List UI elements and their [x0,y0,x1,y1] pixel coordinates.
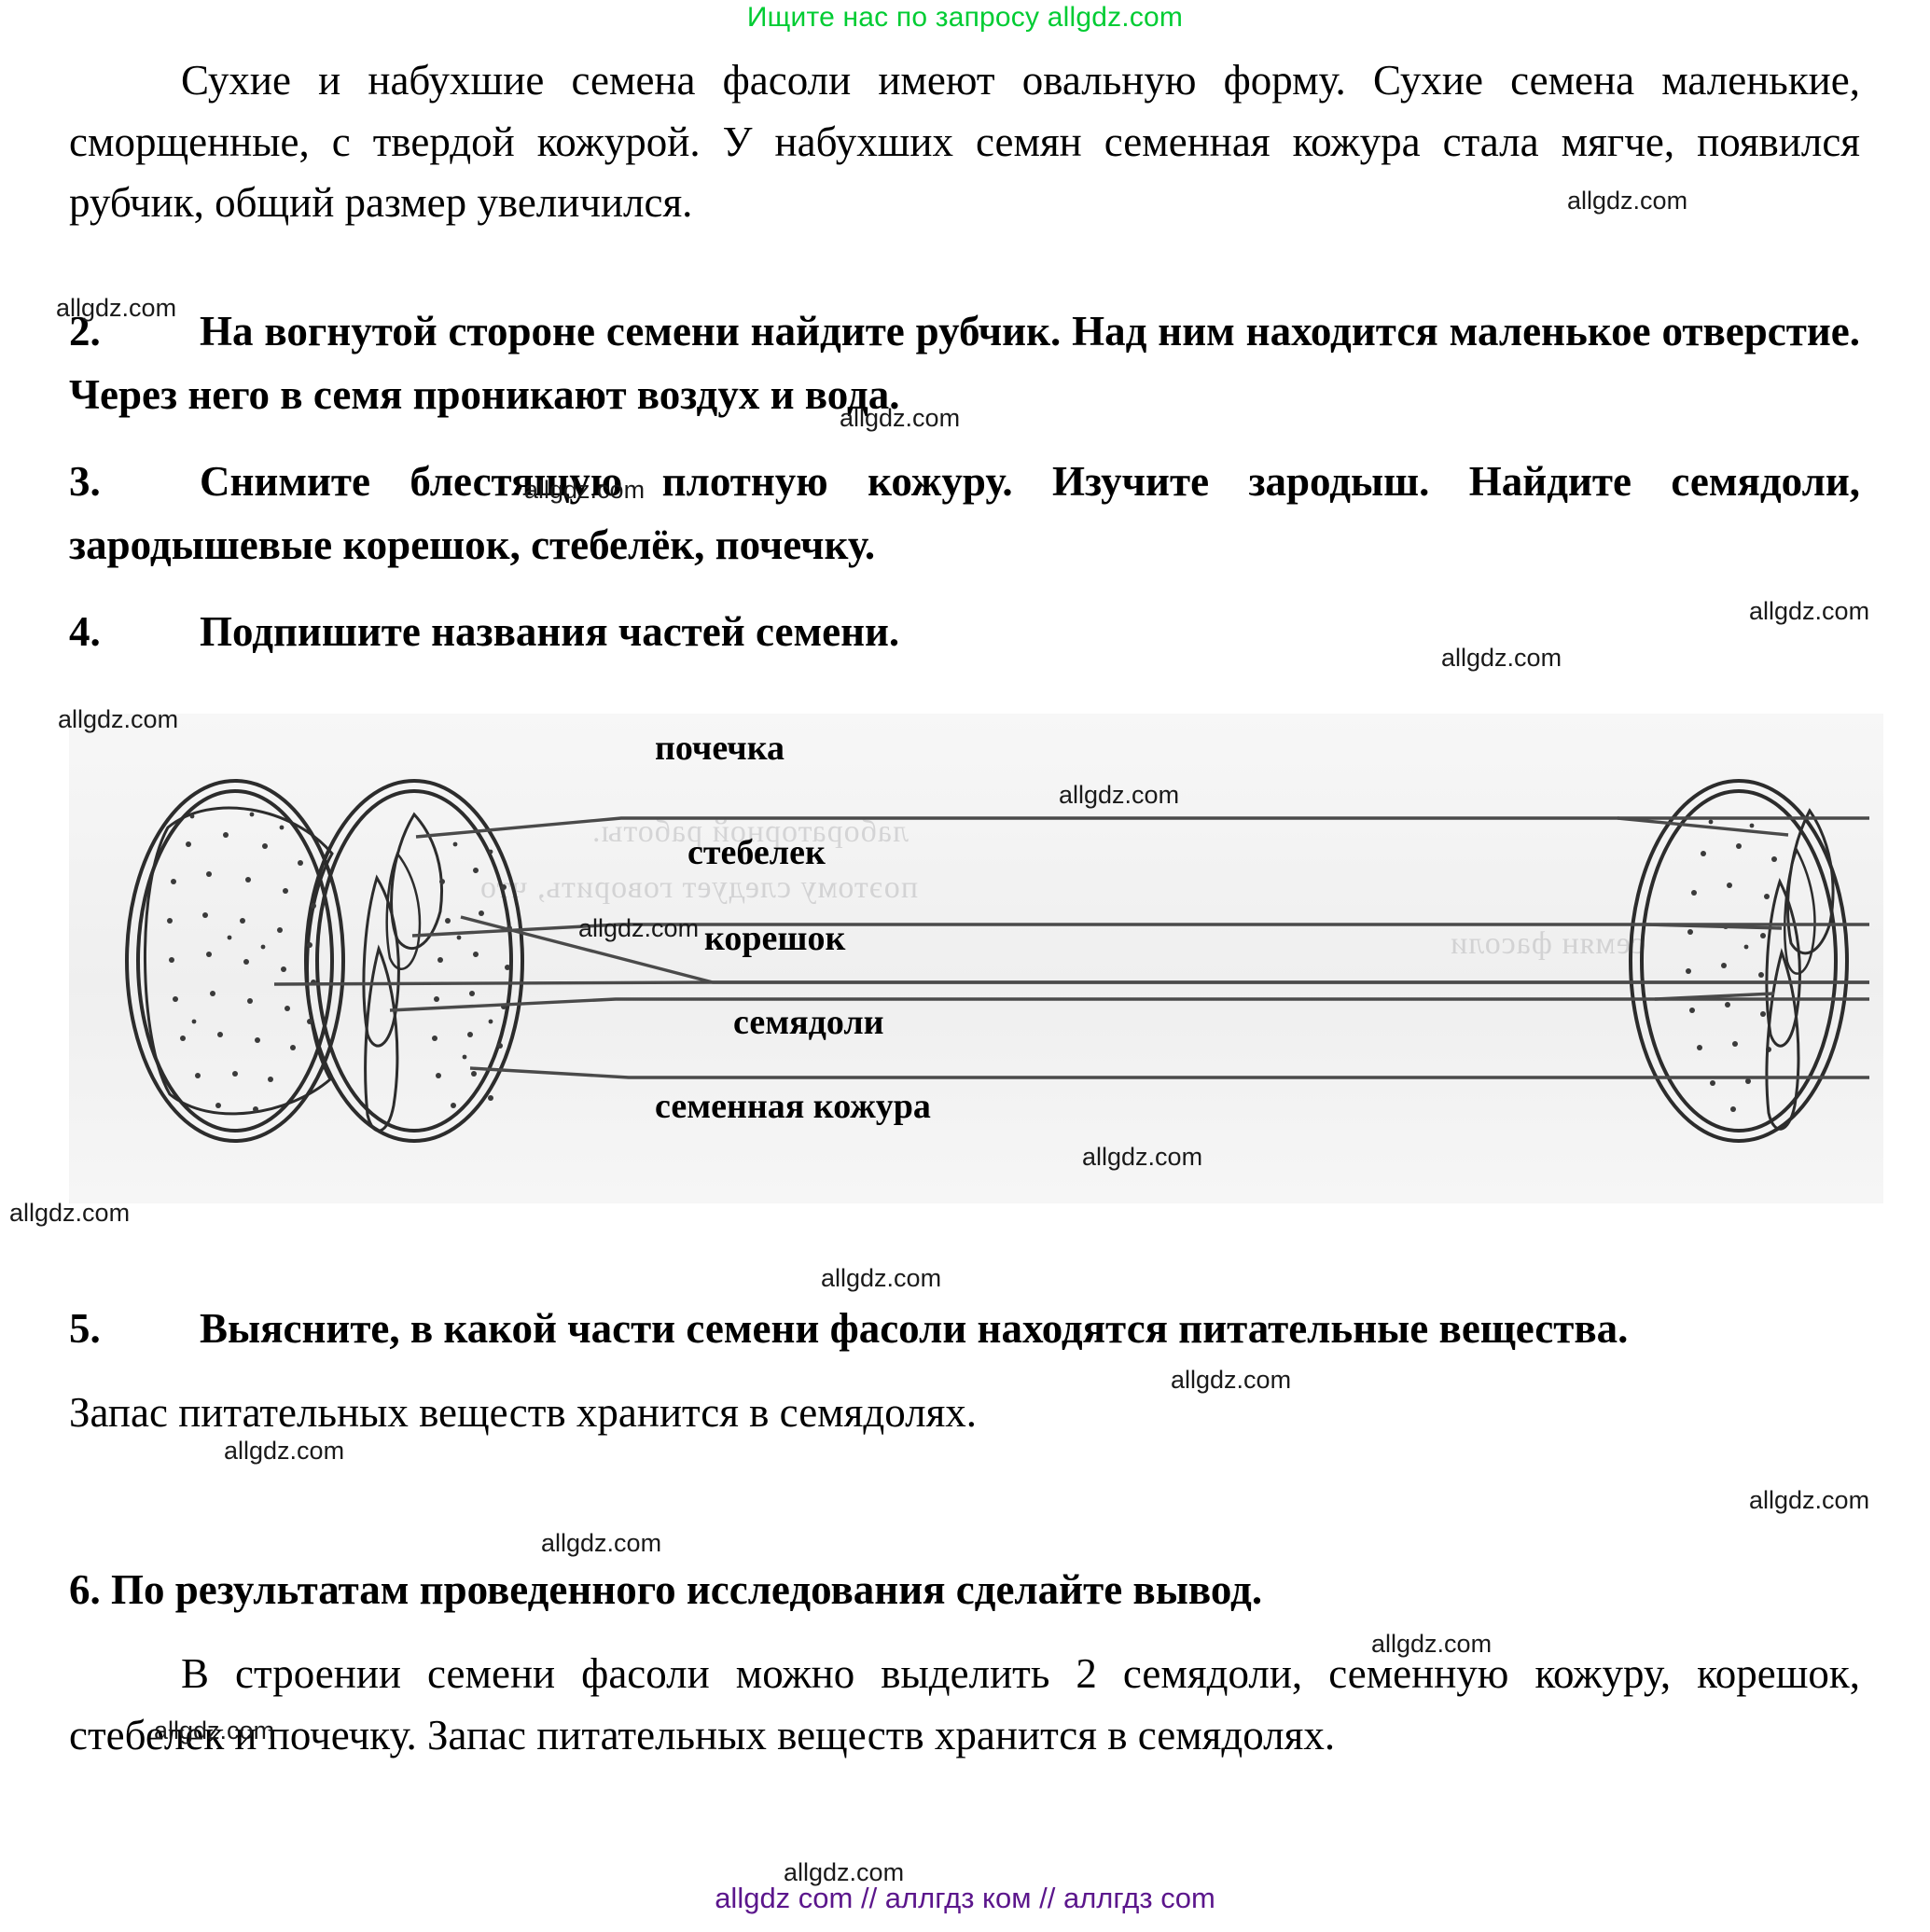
seed-illustration [125,779,1869,1143]
spacer [69,1444,1860,1509]
task-item-4: 4. Подпишите названия частей семени. [69,600,1860,663]
task-item-6: 6. По результатам проведенного исследова… [69,1558,1860,1621]
watermark: allgdz.com [821,1264,942,1292]
task-text-5: Выясните, в какой части семени фасоли на… [200,1305,1629,1352]
spacer [69,1509,1860,1558]
spacer [69,427,1860,450]
task-text-3: Снимите блестящую плотную кожуру. Изучит… [69,457,1860,569]
task-number-2: 2. [69,308,101,355]
task-number-3: 3. [69,457,101,505]
figure-label-pochechka: почечка [655,729,785,768]
task-text-6: По результатам проведенного исследования… [111,1566,1263,1614]
task-number-6: 6. [69,1566,101,1614]
task-number-5: 5. [69,1305,101,1352]
figure-label-stebelek: стебелек [687,833,826,872]
task-answer-6: В строении семени фасоли можно выделить … [69,1650,1860,1759]
seed-structure-diagram: лабораторной работы. поэтому следует гов… [69,714,1883,1203]
footer-links: allgdz com // аллгдз ком // аллгдз сom [715,1882,1215,1914]
task-item-5: 5. Выясните, в какой части семени фасоли … [69,1297,1860,1360]
spacer [69,1360,1860,1383]
document-content: Сухие и набухшие семена фасоли имеют ова… [69,50,1860,663]
task-answer-5: Запас питательных веществ хранится в сем… [69,1389,978,1437]
task-text-4: Подпишите названия частей семени. [200,607,900,655]
promo-banner: Ищите нас по запросу allgdz.com [746,2,1184,33]
task-item-3: 3.Снимите блестящую плотную кожуру. Изуч… [69,450,1860,577]
task-number-4: 4. [69,607,101,655]
spacer [69,1621,1860,1644]
document-content-lower: 5. Выясните, в какой части семени фасоли … [69,1297,1860,1767]
task-item-2: 2.На вогнутой стороне семени найдите руб… [69,299,1860,427]
figure-label-koreshok: корешок [704,919,846,958]
figure-label-semennaya-kozhura: семенная кожура [655,1087,931,1126]
task-text-2: На вогнутой стороне семени найдите рубчи… [69,308,1860,419]
spacer [69,234,1860,299]
spacer [69,577,1860,600]
figure-label-semyadoli: семядоли [733,1003,884,1042]
intro-paragraph: Сухие и набухшие семена фасоли имеют ова… [69,57,1860,227]
